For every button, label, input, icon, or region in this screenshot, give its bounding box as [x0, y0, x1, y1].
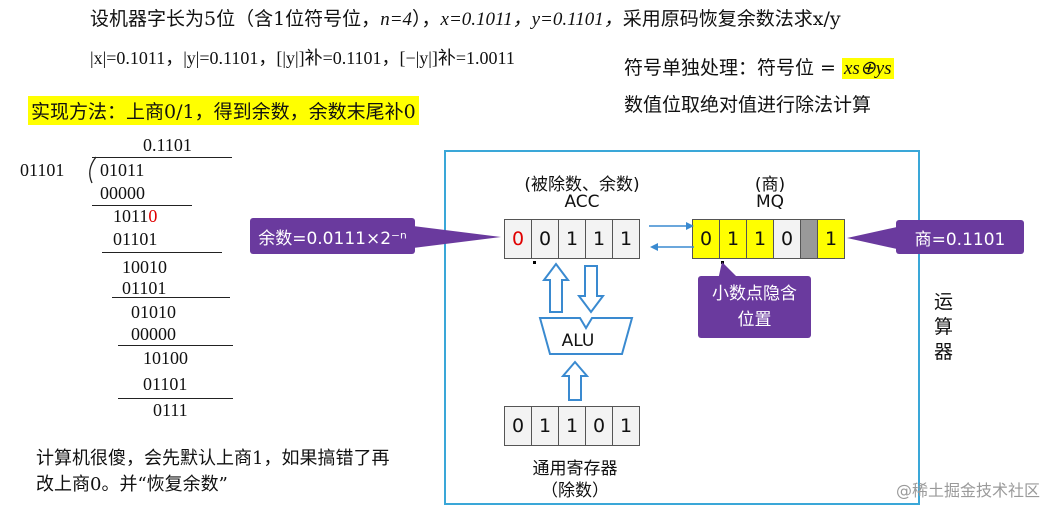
division-step: 01101	[122, 278, 166, 299]
unit-label: 运算器	[934, 291, 954, 363]
division-quotient: 0.1101	[143, 135, 192, 155]
reg-sub-label: （除数）	[541, 481, 609, 501]
division-step: 01101	[143, 374, 187, 395]
acc-label: ACC	[564, 192, 600, 212]
acc-to-alu-arrow	[577, 265, 605, 314]
note-text: 计算机很傻，会先默认上商1，如果搞错了再改上商0。并“恢复余数”	[36, 448, 390, 495]
register-bit: 1	[817, 219, 845, 259]
division-rule	[118, 345, 233, 346]
method-highlight: 实现方法：上商0/1，得到余数，余数末尾补0	[28, 96, 419, 125]
register-bit: 0	[504, 406, 532, 446]
division-step-value: 1011	[113, 206, 149, 226]
division-step-value: 00000	[100, 183, 145, 203]
acc-caption: (被除数、余数)	[524, 175, 640, 195]
register-bit: 0	[504, 219, 532, 259]
register-bit: 0	[585, 406, 613, 446]
division-step: 10110	[113, 206, 157, 227]
watermark: @稀土掘金技术社区	[895, 481, 1040, 500]
division-step: 10100	[143, 348, 188, 369]
quotient-callout: 商=0.1101	[896, 220, 1024, 254]
statement-xy: x=0.1011，y=0.1101，	[440, 9, 623, 30]
statement-part: 设机器字长为5位（含1位符号位，	[90, 8, 381, 30]
division-step-value: 10100	[143, 348, 188, 368]
sign-rule-text: 符号单独处理：符号位 =	[624, 57, 842, 79]
unit-graphics	[533, 222, 724, 401]
statement-n: n=4	[380, 9, 413, 30]
alu-to-acc-arrow	[542, 262, 570, 313]
sign-formula: xs⊕ys	[842, 58, 894, 79]
problem-statement: 设机器字长为5位（含1位符号位，n=4），x=0.1011，y=0.1101，采…	[90, 4, 841, 31]
abs-values-line: |x|=0.1011，|y|=0.1101，[|y|]补=0.1101，[−|y…	[90, 48, 515, 68]
arrow-head	[686, 222, 694, 230]
arithmetic-unit-box	[444, 150, 920, 505]
remainder-pointer	[413, 226, 501, 248]
reg-to-alu-arrow	[560, 360, 590, 401]
division-step: 01010	[131, 302, 176, 323]
division-step-value: 10010	[122, 257, 167, 277]
statement-part: ），	[412, 8, 441, 30]
register-bit: 1	[558, 219, 586, 259]
alu-label: ALU	[561, 331, 595, 351]
remainder-callout: 余数=0.0111×2⁻ⁿ	[250, 218, 415, 254]
division-step-value: 0111	[153, 400, 188, 420]
division-step-value: 01101	[113, 229, 158, 249]
division-step-tail: 0	[148, 206, 158, 226]
division-step-value: 01101	[122, 278, 167, 298]
alu-shape	[538, 317, 634, 355]
register-bit: 1	[612, 219, 640, 259]
division-rule	[112, 297, 230, 298]
division-step: 01101	[113, 229, 157, 250]
register-bit: 1	[612, 406, 640, 446]
register-bit: 1	[558, 406, 586, 446]
division-step-value: 01011	[100, 160, 145, 180]
division-rule	[118, 398, 233, 399]
sign-rule: 符号单独处理：符号位 = xs⊕ys	[624, 53, 894, 80]
register-bit: 1	[719, 219, 747, 259]
register-bit: 1	[585, 219, 613, 259]
division-step: 00000	[100, 183, 145, 204]
register-bit: 1	[531, 406, 559, 446]
division-step: 10010	[122, 257, 167, 278]
point-callout: 小数点隐含位置	[698, 276, 811, 338]
division-step: 0111	[153, 400, 188, 421]
division-step-value: 01010	[131, 302, 176, 322]
division-step: 01011	[100, 160, 144, 181]
division-bracket	[89, 156, 97, 184]
division-step-value: 00000	[131, 324, 176, 344]
division-step: 00000	[131, 324, 176, 345]
statement-part: 采用原码恢复余数法求x/y	[622, 8, 841, 30]
division-bar	[92, 157, 232, 158]
division-rule	[92, 205, 192, 206]
mq-caption: (商)	[754, 175, 786, 195]
division-rule	[102, 252, 222, 253]
register-bit: 1	[746, 219, 774, 259]
reg-label: 通用寄存器	[532, 459, 618, 479]
point-pointer	[718, 262, 740, 280]
register-bit: 0	[773, 219, 801, 259]
division-step-value: 01101	[143, 374, 188, 394]
division-divisor: 01101	[20, 160, 65, 180]
mq-label: MQ	[755, 192, 785, 212]
arrow-head	[650, 243, 658, 251]
quotient-pointer	[847, 227, 897, 249]
register-bit: 0	[692, 219, 720, 259]
point-dot-acc	[533, 261, 536, 264]
magnitude-rule: 数值位取绝对值进行除法计算	[624, 94, 872, 116]
